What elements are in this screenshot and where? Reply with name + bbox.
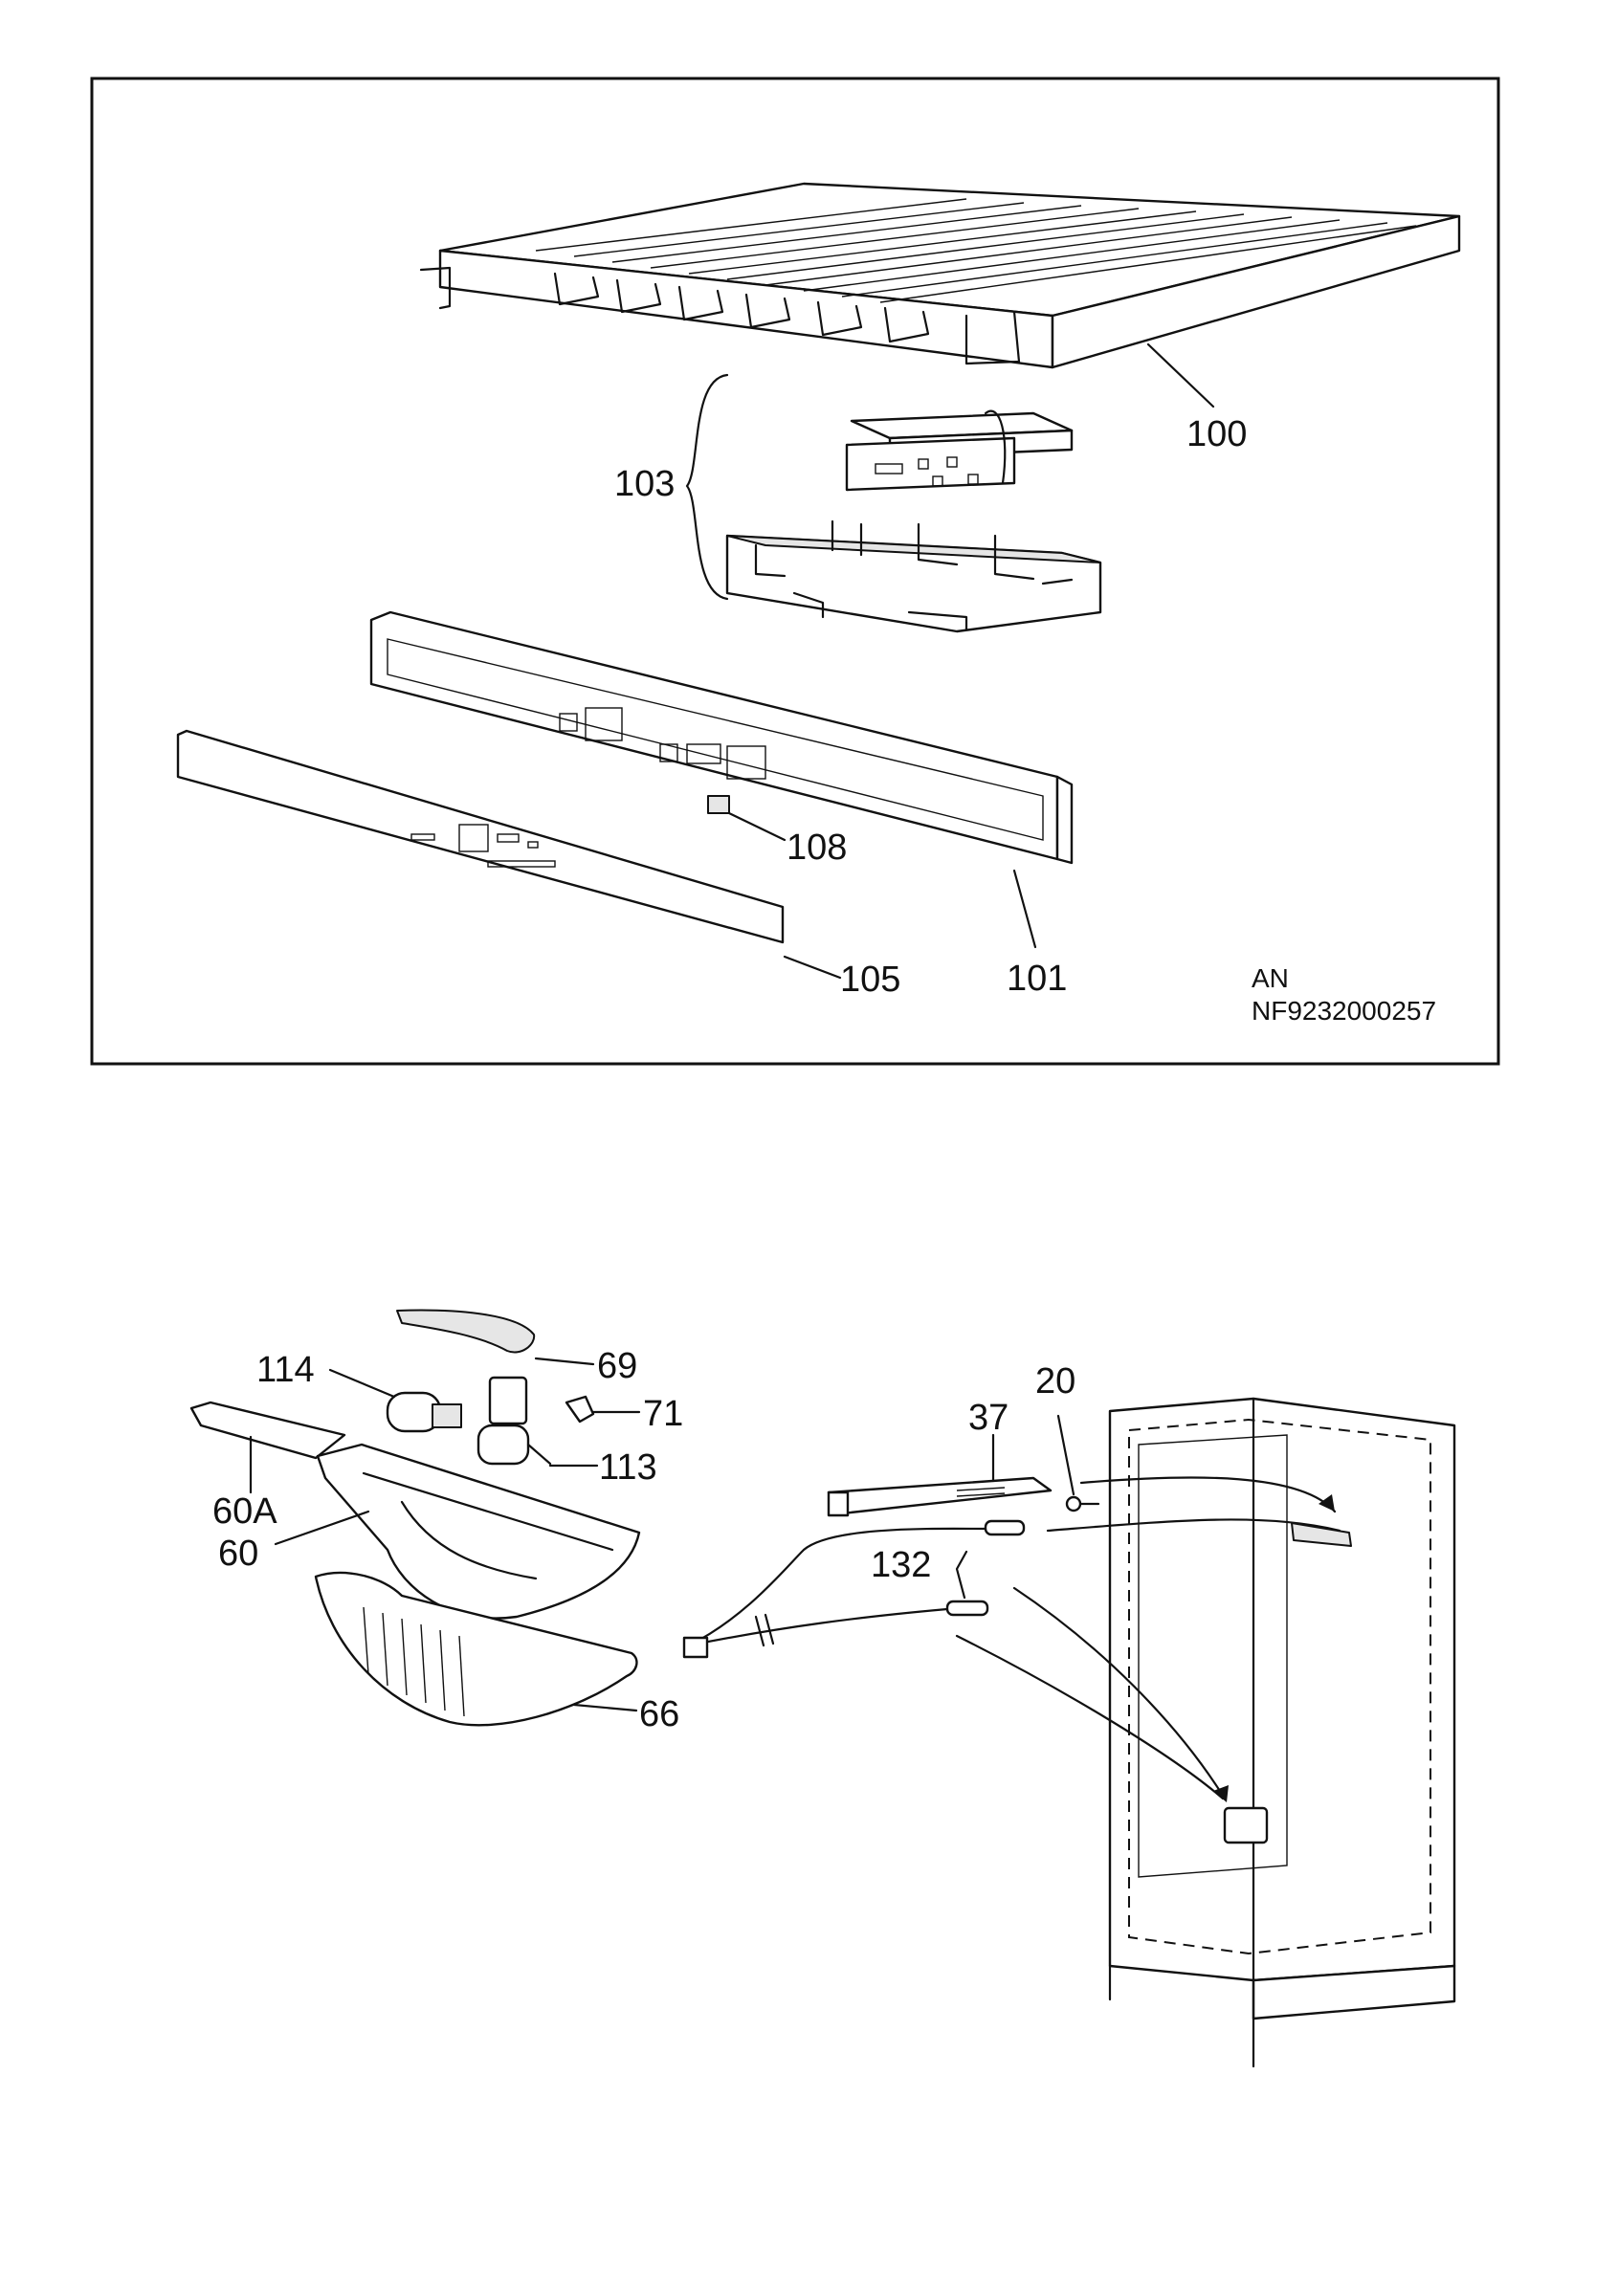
callout-101: 101 (1007, 959, 1067, 999)
callout-113: 113 (599, 1447, 657, 1488)
sensor-mount-top (1291, 1522, 1352, 1547)
part-60a-bracket (189, 1401, 346, 1460)
part-113-lamp-holder (477, 1376, 552, 1466)
part-37-sensor-holder (827, 1476, 1053, 1517)
callout-114: 114 (256, 1350, 315, 1390)
callout-108: 108 (787, 828, 847, 868)
part-132-sensor-cables (682, 1519, 1026, 1659)
reference-code-line-1: AN (1252, 963, 1289, 993)
upper-diagram-frame (90, 77, 1500, 1066)
callout-132: 132 (871, 1545, 931, 1585)
part-69-cover (396, 1309, 536, 1354)
callout-20: 20 (1035, 1361, 1075, 1402)
bracket-103 (685, 373, 729, 601)
callout-71: 71 (643, 1394, 683, 1434)
callout-37: 37 (968, 1398, 1008, 1438)
part-105-decor-strip (176, 729, 785, 944)
part-100-top-cover (419, 182, 1461, 369)
part-103-control-module (725, 409, 1102, 633)
callout-100: 100 (1186, 414, 1247, 454)
callout-105: 105 (840, 960, 900, 1000)
callout-60a: 60A (212, 1491, 277, 1532)
part-71-switch-plunger (565, 1395, 595, 1424)
appliance-cabinet (1108, 1397, 1456, 2068)
part-114-lamp-bulb (386, 1391, 462, 1433)
callout-66: 66 (639, 1694, 679, 1734)
callout-60: 60 (218, 1534, 258, 1574)
reference-code-line-2: NF9232000257 (1252, 996, 1436, 1026)
callout-103: 103 (614, 464, 675, 504)
assembly-arrows (955, 1476, 1352, 1844)
sensor-mount-bottom (1223, 1806, 1269, 1844)
part-20-screw (1065, 1495, 1100, 1512)
part-108-clip (707, 795, 730, 814)
part-60-lamp-housing (316, 1443, 641, 1620)
callout-69: 69 (597, 1346, 637, 1386)
part-101-control-panel (369, 610, 1074, 865)
